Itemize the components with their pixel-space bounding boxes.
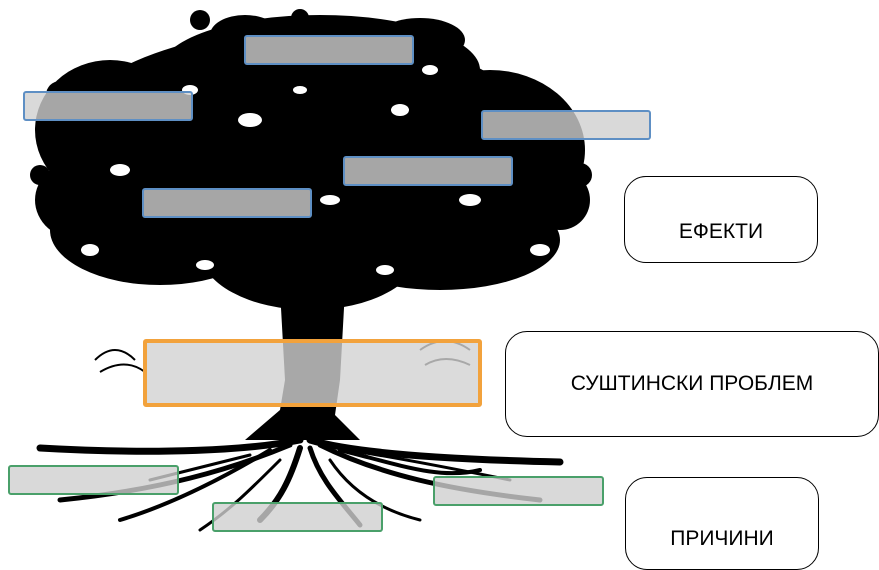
causes-label: ПРИЧИНИ bbox=[625, 477, 819, 570]
effect-box-1[interactable] bbox=[244, 35, 414, 65]
effect-box-2[interactable] bbox=[23, 91, 193, 121]
effects-label-text: ЕФЕКТИ bbox=[678, 220, 764, 243]
effect-box-3[interactable] bbox=[481, 110, 651, 140]
core-problem-label: СУШТИНСКИ ПРОБЛЕМ bbox=[505, 331, 879, 437]
effect-box-4[interactable] bbox=[343, 156, 513, 186]
causes-label-text: ПРИЧИНИ bbox=[670, 527, 774, 550]
cause-box-2[interactable] bbox=[433, 476, 604, 506]
effects-label: ЕФЕКТИ bbox=[624, 176, 818, 263]
core-problem-box[interactable] bbox=[143, 339, 482, 407]
cause-box-1[interactable] bbox=[8, 465, 179, 495]
effect-box-5[interactable] bbox=[142, 188, 312, 218]
core-problem-label-text: СУШТИНСКИ ПРОБЛЕМ bbox=[570, 372, 814, 395]
cause-box-3[interactable] bbox=[212, 502, 383, 532]
